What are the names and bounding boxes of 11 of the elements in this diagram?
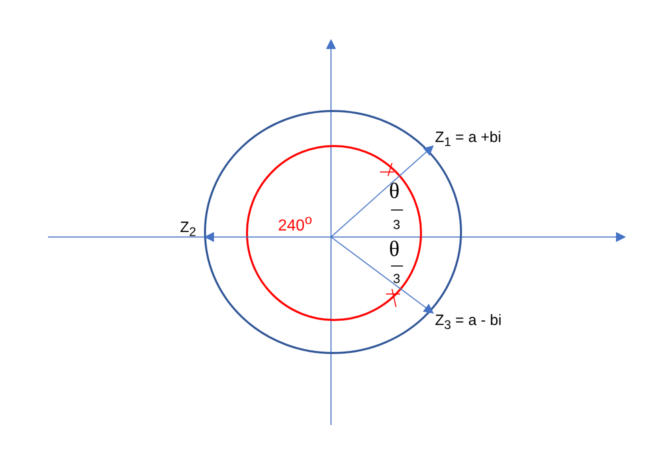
arrow — [204, 232, 332, 242]
point-label: Z$_{1}$ = a +bi — [435, 130, 502, 148]
fraction-denominator: 3 — [393, 218, 400, 231]
point-label: Z$_{2}$ — [180, 220, 196, 238]
angle-label: 240$^{o}$ — [278, 213, 312, 234]
arrow — [330, 145, 434, 238]
fraction-denominator: 3 — [393, 272, 400, 285]
arrow — [330, 236, 434, 314]
point-label: Z$_{3}$ = a - bi — [435, 313, 502, 332]
fraction-numerator: θ — [389, 180, 400, 202]
fraction-numerator: θ — [389, 238, 400, 260]
